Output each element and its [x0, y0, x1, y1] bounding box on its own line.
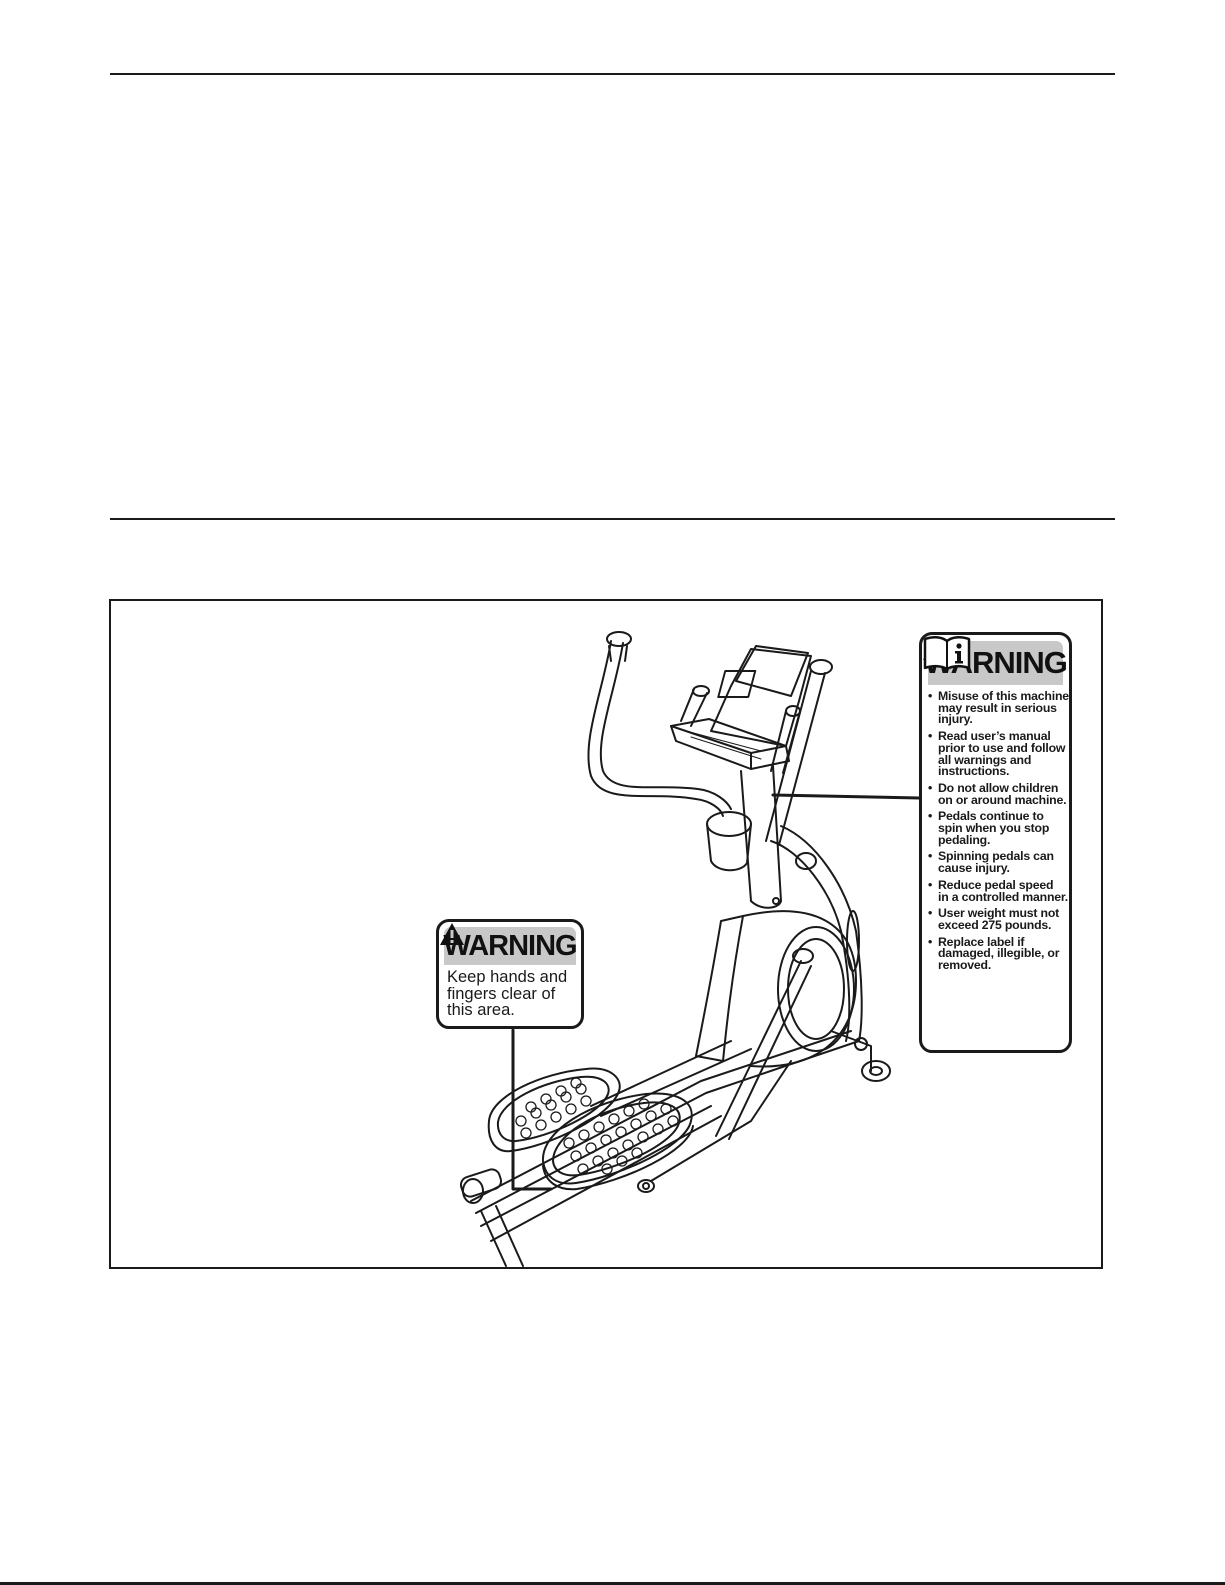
warning-item-line: pedaling.: [938, 832, 991, 847]
warning-item-line: Reduce pedal speed: [938, 877, 1054, 892]
warning-item-line: Read user’s manual: [938, 729, 1051, 744]
warning-item-line: damaged, illegible, or: [938, 946, 1060, 961]
warning-item-line: may result in serious: [938, 700, 1057, 715]
warning-item: Do not allow children on or around machi…: [928, 780, 1067, 807]
warning-item-line: all warnings and: [938, 752, 1032, 767]
warning-item-line: prior to use and follow: [938, 740, 1066, 755]
elliptical-machine-illustration: [459, 631, 921, 1267]
warning-item: Replace label if damaged, illegible, or …: [928, 934, 1065, 973]
small-warning-line: this area.: [447, 1001, 515, 1019]
warning-item: Misuse of this machine may result in ser…: [928, 689, 1069, 727]
warning-item: Read user’s manual prior to use and foll…: [928, 729, 1066, 779]
top-rule: [110, 73, 1115, 75]
small-warning-line: Keep hands and: [447, 968, 568, 986]
warning-item-line: spin when you stop: [938, 821, 1050, 836]
small-warning-line: fingers clear of: [447, 984, 556, 1003]
warning-item-line: injury.: [938, 712, 973, 727]
bottom-rule: [0, 1582, 1225, 1585]
warning-item-line: Do not allow children: [938, 780, 1059, 795]
warning-item-line: removed.: [938, 958, 992, 973]
small-warning-title: WARNING: [443, 929, 577, 962]
warning-item-line: on or around machine.: [938, 792, 1067, 807]
small-warning-heading: WARNING: [440, 923, 578, 965]
small-warning-text: Keep hands and fingers clear of this are…: [439, 965, 581, 1019]
warning-item-line: Replace label if: [938, 934, 1025, 949]
warning-item-line: instructions.: [938, 764, 1010, 779]
warning-item-line: Spinning pedals can: [938, 849, 1054, 864]
warning-label-figure: WARNING Keep hands and fingers clear of …: [109, 599, 1103, 1269]
warning-item: User weight must not exceed 275 pounds.: [928, 906, 1065, 932]
warning-triangle-icon: [440, 923, 464, 945]
warning-list: Misuse of this machine may result in ser…: [922, 689, 1069, 973]
section-rule: [110, 518, 1115, 520]
manual-book-icon: [923, 636, 971, 671]
warning-item-line: cause injury.: [938, 861, 1010, 876]
warning-item-line: Misuse of this machine: [938, 689, 1069, 703]
warning-item-line: exceed 275 pounds.: [938, 917, 1052, 932]
warning-item: Pedals continue to spin when you stop pe…: [928, 809, 1065, 847]
warning-item: Spinning pedals can cause injury.: [928, 849, 1065, 876]
machine-warning-label: WARNING Misuse of this machine may resul…: [919, 632, 1072, 1053]
warning-item-line: Pedals continue to: [938, 809, 1044, 824]
warning-item: Reduce pedal speed in a controlled manne…: [928, 877, 1069, 904]
hand-warning-label: WARNING Keep hands and fingers clear of …: [436, 919, 584, 1029]
warning-item-line: User weight must not: [938, 906, 1060, 921]
warning-item-line: in a controlled manner.: [938, 889, 1069, 904]
